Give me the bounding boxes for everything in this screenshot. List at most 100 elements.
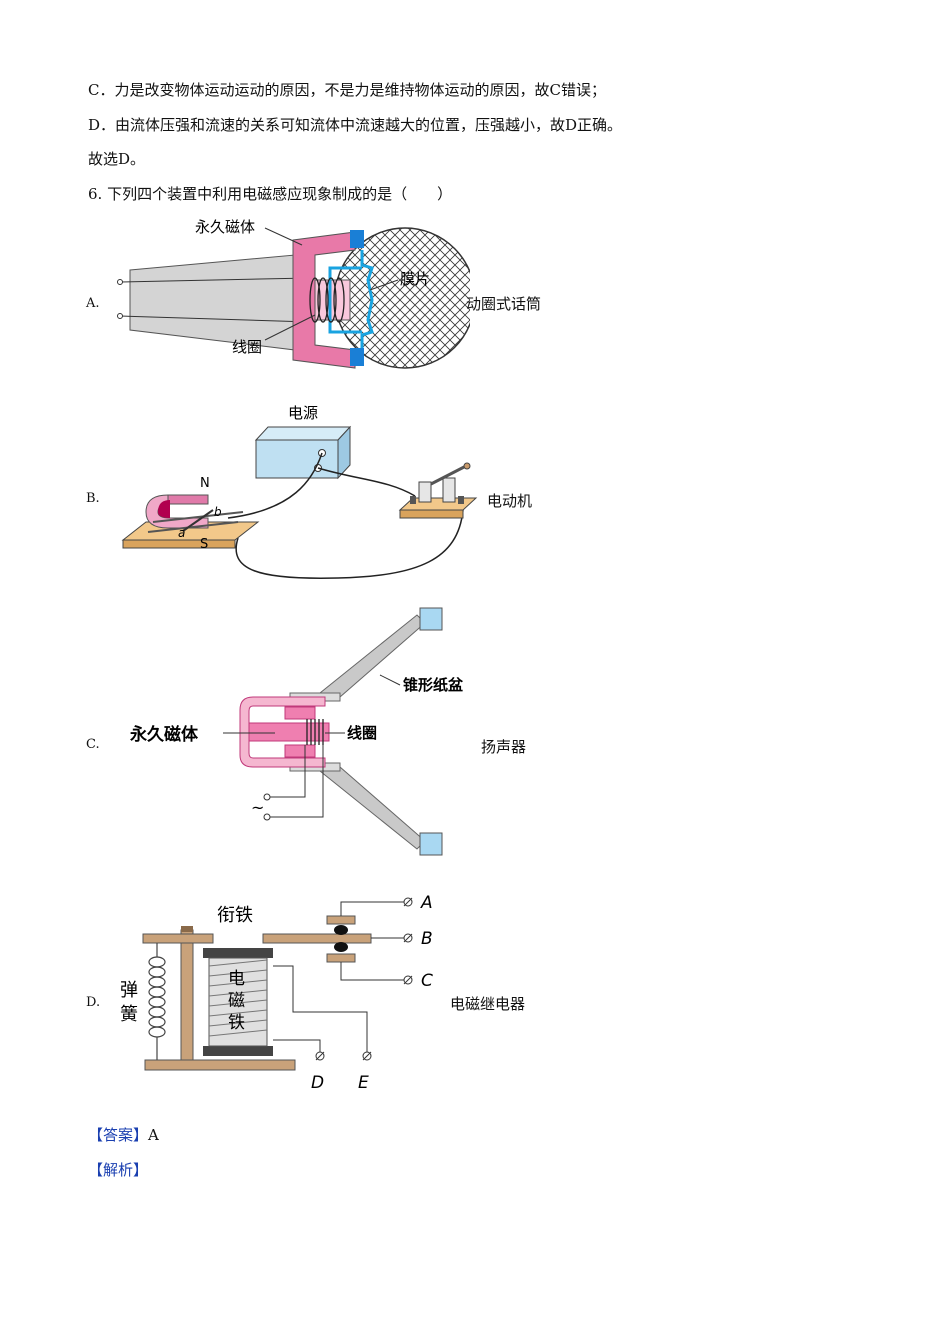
rail-1 (152, 511, 244, 523)
rail-base-front (122, 539, 236, 549)
ac-terminal-1 (263, 793, 271, 801)
membrane (360, 250, 374, 348)
label-a: a (178, 526, 185, 540)
label-armature: 衔铁 (217, 905, 253, 926)
magnet-bottom-pole (284, 744, 316, 758)
power-box-top (254, 426, 352, 441)
label-terminal-c: C (421, 971, 433, 991)
contact-a (326, 915, 356, 925)
cone-lower (313, 766, 426, 850)
terminal-d (315, 1051, 325, 1061)
wire-power-to-motor (317, 467, 416, 497)
wire-d (273, 1039, 321, 1052)
label-n: N (200, 476, 210, 491)
cone-edge-bottom (419, 832, 443, 856)
label-ac: ~ (251, 798, 264, 817)
motor-shaft (430, 464, 467, 486)
spring (148, 943, 166, 1060)
em-coil (208, 959, 268, 1037)
ac-terminal-2 (263, 813, 271, 821)
motor-base-front (399, 509, 464, 519)
membrane-edge-top (350, 230, 364, 248)
relay-base (144, 1059, 296, 1071)
rod-ab (182, 509, 214, 532)
post-cap (181, 926, 193, 932)
wire-e (273, 965, 368, 1052)
em-core-bottom (203, 1046, 273, 1056)
wire-loop (235, 509, 464, 579)
answer-tag: 【答案】 (88, 1126, 149, 1144)
label-terminal-e: E (358, 1073, 369, 1093)
analysis-line-choice: 故选D。 (88, 150, 146, 168)
em-core-top (203, 948, 273, 958)
relay-post (180, 929, 194, 1061)
label-spring-2: 簧 (120, 1004, 138, 1025)
motor-shaft-end (463, 462, 471, 470)
question-text: 下列四个装置中利用电磁感应现象制成的是（ ） (107, 185, 453, 203)
armature-left (142, 933, 214, 944)
terminal-bottom (117, 313, 123, 319)
contact-c (326, 953, 356, 963)
wire-c (340, 962, 405, 981)
leader-cone (379, 674, 401, 686)
label-cone: 锥形纸盆 (403, 676, 464, 694)
option-c-caption: 扬声器 (481, 738, 527, 756)
label-em-1: 电 (228, 969, 245, 989)
option-d-figure: 衔铁 A B C 弹 簧 电 磁 铁 D E (120, 893, 433, 1093)
label-spring-1: 弹 (120, 980, 138, 1001)
motor-terminal-2 (458, 496, 464, 504)
wire-bottom (119, 315, 311, 323)
label-s: S (200, 537, 208, 552)
option-d-caption: 电磁继电器 (450, 995, 526, 1013)
label-terminal-a: A (420, 893, 433, 913)
terminal-e (362, 1051, 372, 1061)
cone-edge-top (419, 607, 443, 631)
label-permanent-magnet: 永久磁体 (129, 724, 199, 745)
coil (309, 277, 345, 323)
option-b-letter: B. (86, 491, 100, 506)
permanent-magnet (239, 696, 326, 768)
terminal-top (117, 279, 123, 285)
leader-membrane (369, 279, 399, 291)
leader-coil (264, 314, 316, 341)
leader-magnet (264, 227, 303, 246)
answer-value: A (148, 1126, 159, 1144)
rail-2 (147, 521, 239, 533)
mic-handle (129, 254, 296, 351)
lead-2 (270, 745, 324, 818)
terminal-b (403, 933, 413, 943)
option-c-letter: C. (86, 737, 100, 752)
analysis-tag: 【解析】 (88, 1161, 149, 1179)
coil (306, 719, 324, 745)
option-d-letter: D. (86, 995, 101, 1010)
contact-top (334, 925, 348, 935)
option-b-figure: 电源 N S a b (121, 404, 478, 579)
option-a-caption: 动圈式话筒 (466, 295, 542, 313)
label-terminal-b: B (421, 929, 433, 949)
membrane-edge-bottom (350, 348, 364, 366)
terminal-a (403, 897, 413, 907)
magnet-center-pole (248, 722, 330, 742)
label-membrane: 膜片 (400, 270, 430, 288)
label-terminal-d: D (311, 1073, 324, 1093)
motor-post-1 (418, 481, 432, 503)
motor-terminal-1 (410, 496, 416, 504)
magnet-n-pole (167, 494, 209, 505)
label-em-2: 磁 (228, 991, 245, 1011)
option-a-figure: 永久磁体 膜片 线圈 (117, 218, 470, 369)
membrane-cup (328, 266, 362, 334)
question-6: 6. 下列四个装置中利用电磁感应现象制成的是（ ） (88, 184, 452, 204)
option-c-figure: 永久磁体 线圈 锥形纸盆 ~ (129, 607, 464, 856)
wire-a (340, 901, 405, 916)
magnet-tip (158, 500, 170, 518)
label-coil: 线圈 (232, 338, 262, 356)
option-b-caption: 电动机 (487, 492, 533, 510)
label-em-3: 铁 (228, 1013, 245, 1033)
armature (262, 933, 372, 944)
wire-top (119, 277, 311, 283)
label-b: b (214, 505, 222, 519)
magnet-top-pole (284, 706, 316, 720)
analysis-line-d: D．由流体压强和流速的关系可知流体中流速越大的位置，压强越小，故D正确。 (88, 116, 623, 134)
label-power: 电源 (288, 404, 318, 422)
power-box-front (255, 439, 339, 479)
